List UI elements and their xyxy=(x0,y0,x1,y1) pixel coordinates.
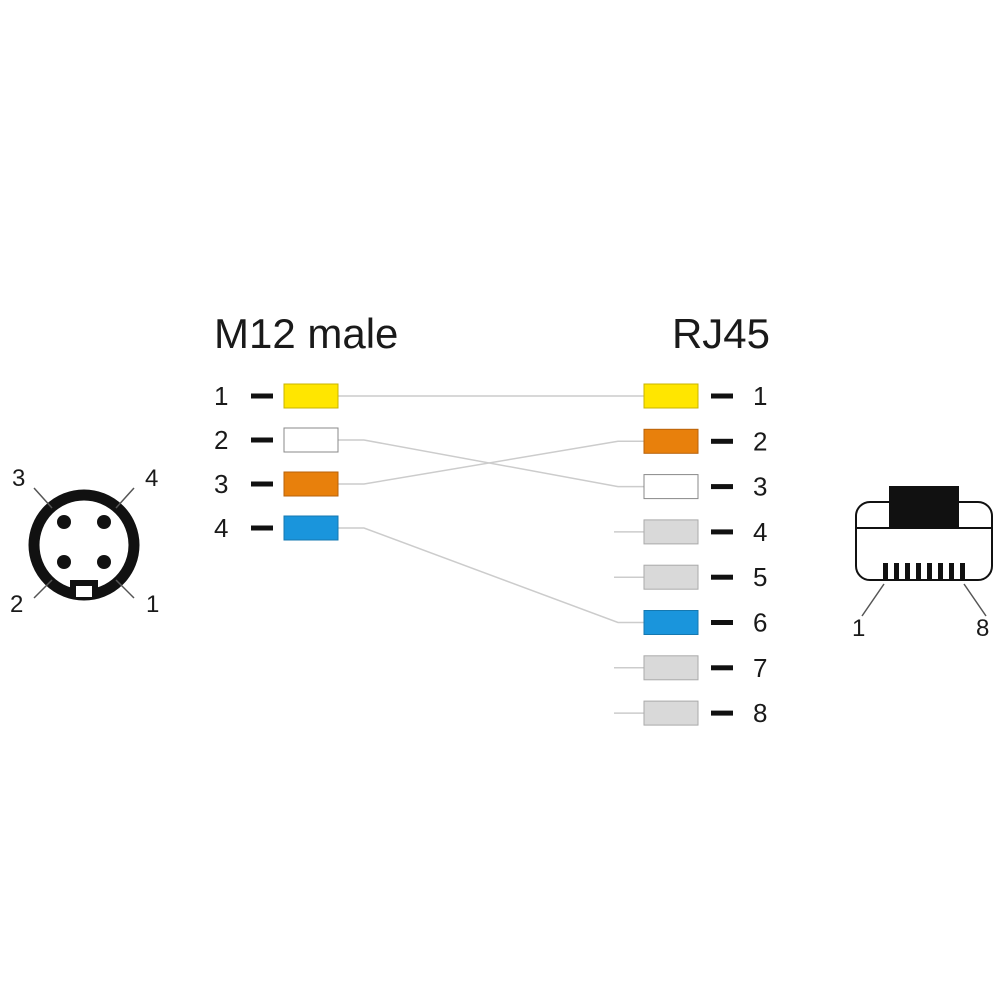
m12-wire-color-box xyxy=(283,427,339,453)
rj45-pin-dash xyxy=(711,620,733,625)
rj45-wire-color-box xyxy=(643,655,699,681)
rj45-contact xyxy=(927,563,932,579)
m12-face-label-3: 3 xyxy=(12,465,25,492)
rj45-pin-number: 1 xyxy=(753,381,767,411)
rj45-pin-dash xyxy=(711,484,733,490)
rj45-pin-list: 1 2 3 4 5 6 7 8 xyxy=(643,381,767,728)
rj45-pin-row: 4 xyxy=(643,517,767,547)
m12-pin-number: 4 xyxy=(214,513,228,543)
rj45-wire-color-box xyxy=(643,474,699,500)
m12-pin-dash xyxy=(251,481,273,487)
rj45-wire-color-box xyxy=(643,610,699,635)
rj45-pin-number: 7 xyxy=(753,653,767,683)
rj45-pin-number: 8 xyxy=(753,698,767,728)
rj45-pin-dash xyxy=(711,574,733,580)
m12-pin-dash xyxy=(251,525,273,531)
m12-leader-3 xyxy=(33,487,53,509)
m12-face-pin-2 xyxy=(57,555,71,569)
rj45-latch xyxy=(889,486,959,528)
rj45-contact xyxy=(894,563,899,579)
rj45-leader-8 xyxy=(963,583,987,617)
rj45-pin-row: 6 xyxy=(643,608,767,638)
rj45-pin-dash xyxy=(711,529,733,535)
rj45-pin-row: 2 xyxy=(643,426,767,456)
m12-leader-2 xyxy=(33,579,53,599)
rj45-contact xyxy=(883,563,888,579)
rj45-contacts xyxy=(883,563,965,579)
rj45-pin-row: 8 xyxy=(643,698,767,728)
m12-face-key xyxy=(70,580,98,597)
m12-pin-row: 3 xyxy=(214,469,339,499)
rj45-contact xyxy=(905,563,910,579)
rj45-pin-number: 3 xyxy=(753,472,767,502)
rj45-wire-color-box xyxy=(643,564,699,590)
m12-pin-number: 2 xyxy=(214,425,228,455)
rj45-pin-number: 5 xyxy=(753,562,767,592)
m12-pin-row: 4 xyxy=(214,513,339,543)
rj45-face-label-1: 1 xyxy=(852,615,865,642)
wire xyxy=(338,527,644,624)
m12-pin-row: 2 xyxy=(214,425,339,455)
rj45-pin-number: 2 xyxy=(753,426,767,456)
m12-pin-dash xyxy=(251,437,273,443)
m12-pin-number: 1 xyxy=(214,381,228,411)
rj45-pin-dash xyxy=(711,438,733,444)
m12-wire-color-box xyxy=(283,383,339,409)
m12-pin-number: 3 xyxy=(214,469,228,499)
wires xyxy=(338,395,644,714)
m12-face-label-4: 4 xyxy=(145,465,158,492)
rj45-pin-row: 1 xyxy=(643,381,767,411)
m12-connector-face: 3 4 2 1 xyxy=(10,465,159,618)
m12-leader-1 xyxy=(115,579,135,599)
m12-face-pin-4 xyxy=(97,515,111,529)
rj45-pin-number: 6 xyxy=(753,608,767,638)
rj45-wire-color-box xyxy=(643,428,699,454)
rj45-pin-dash xyxy=(711,393,733,399)
rj45-title: RJ45 xyxy=(672,310,770,357)
m12-wire-color-box xyxy=(283,471,339,497)
rj45-pin-dash xyxy=(711,710,733,716)
wire xyxy=(338,440,644,485)
rj45-connector-face: 1 8 xyxy=(852,486,993,642)
m12-title: M12 male xyxy=(214,310,398,357)
rj45-wire-color-box xyxy=(643,700,699,726)
rj45-pin-row: 5 xyxy=(643,562,767,592)
rj45-contact xyxy=(960,563,965,579)
rj45-contact xyxy=(938,563,943,579)
m12-pin-dash xyxy=(251,393,273,399)
rj45-face-label-8: 8 xyxy=(976,615,989,642)
rj45-wire-color-box xyxy=(643,383,699,409)
m12-wire-color-box xyxy=(283,515,339,541)
m12-face-label-1: 1 xyxy=(146,591,159,618)
rj45-wire-color-box xyxy=(643,519,699,545)
m12-face-label-2: 2 xyxy=(10,591,23,618)
m12-face-pin-1 xyxy=(97,555,111,569)
m12-pin-row: 1 xyxy=(214,381,339,411)
rj45-leader-1 xyxy=(861,583,885,617)
rj45-contact xyxy=(949,563,954,579)
rj45-pin-number: 4 xyxy=(753,517,767,547)
m12-leader-4 xyxy=(115,487,135,509)
rj45-pin-dash xyxy=(711,665,733,671)
rj45-contact xyxy=(916,563,921,579)
m12-pin-list: 1 2 3 4 xyxy=(214,381,339,543)
rj45-pin-row: 7 xyxy=(643,653,767,683)
m12-face-pin-3 xyxy=(57,515,71,529)
rj45-pin-row: 3 xyxy=(643,472,767,502)
